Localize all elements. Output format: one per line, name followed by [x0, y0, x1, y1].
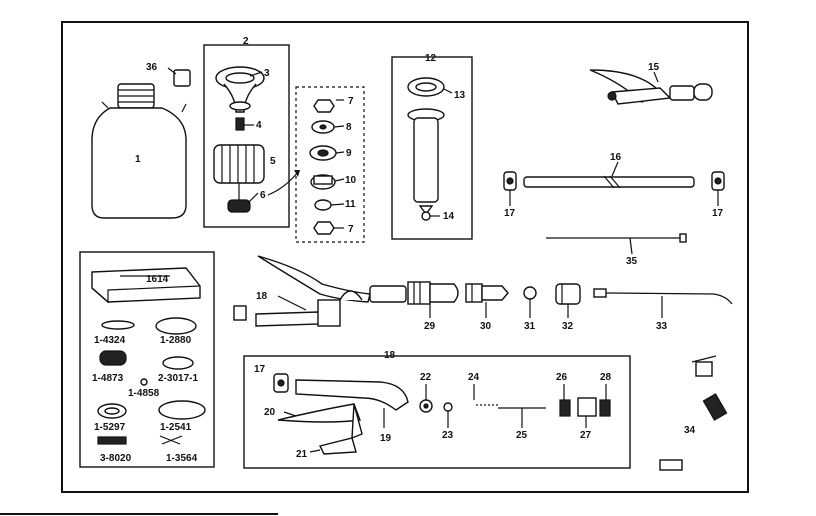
kit-label-1-3564: 1-3564: [166, 453, 198, 464]
part-label-15: 15: [648, 62, 660, 73]
kit-label-1614: 1614: [146, 274, 169, 285]
part-label-32: 32: [562, 321, 574, 332]
dashed-box-seals: [295, 86, 365, 243]
kit-parts: [91, 267, 206, 445]
leader-lines: [244, 71, 719, 453]
part-label-36: 36: [146, 62, 158, 73]
kit-label-1-4324: 1-4324: [94, 335, 126, 346]
group-box-kit: [79, 251, 215, 468]
part-label-35: 35: [626, 256, 638, 267]
nozzle-part-32: [555, 283, 581, 305]
pump-assembly: [213, 66, 300, 213]
part-label-8: 8: [346, 122, 352, 133]
part-label-7b: 7: [348, 224, 354, 235]
part-label-27: 27: [580, 430, 592, 441]
part-label-17b: 17: [712, 208, 724, 219]
part-label-18a: 18: [256, 291, 268, 302]
clip-part-17: [503, 171, 725, 191]
fitting-part-29: [407, 281, 459, 305]
part-label-13: 13: [454, 90, 466, 101]
kit-label-1-2541: 1-2541: [160, 422, 192, 433]
part-label-12: 12: [425, 53, 437, 64]
part-label-34: 34: [684, 425, 696, 436]
kit-label-3-8020: 3-8020: [100, 453, 132, 464]
part-label-17a: 17: [504, 208, 516, 219]
part-label-23: 23: [442, 430, 454, 441]
part-label-22: 22: [420, 372, 432, 383]
rod-part-35: [546, 233, 687, 243]
wand-part-33: [593, 288, 733, 305]
fitting-part-30: [465, 283, 509, 303]
kit-label-2-3017-1: 2-3017-1: [158, 373, 198, 384]
part-label-1: 1: [135, 154, 141, 165]
part-label-3: 3: [264, 68, 270, 79]
part-label-21: 21: [296, 449, 308, 460]
part-label-29: 29: [424, 321, 436, 332]
wand-part-15: [495, 69, 713, 108]
part-label-14: 14: [443, 211, 455, 222]
lever-parts: [273, 373, 611, 455]
part-label-16: 16: [610, 152, 622, 163]
kit-label-1-5297: 1-5297: [94, 422, 126, 433]
tank-part: [91, 83, 187, 219]
ball-part-31: [523, 286, 537, 300]
part-label-11: 11: [345, 199, 356, 210]
cylinder-assembly: [407, 77, 445, 221]
part-label-5: 5: [270, 156, 276, 167]
part-label-2: 2: [243, 36, 249, 47]
part-label-10: 10: [345, 175, 357, 186]
part-label-7a: 7: [348, 96, 354, 107]
part-label-9: 9: [346, 148, 352, 159]
hose-part-34: [659, 355, 728, 471]
part-label-19: 19: [380, 433, 392, 444]
part-label-25: 25: [516, 430, 528, 441]
part-label-28: 28: [600, 372, 612, 383]
cap-part-36: [167, 67, 191, 87]
kit-label-1-4858: 1-4858: [128, 388, 160, 399]
part-label-26: 26: [556, 372, 568, 383]
kit-label-1-2880: 1-2880: [160, 335, 192, 346]
kit-label-1-4873: 1-4873: [92, 373, 124, 384]
part-label-24: 24: [468, 372, 480, 383]
tube-part-16: [523, 175, 695, 189]
part-label-6: 6: [260, 190, 266, 201]
part-label-18b: 18: [384, 350, 396, 361]
group-box-18: [243, 355, 631, 469]
part-label-30: 30: [480, 321, 492, 332]
part-label-33: 33: [656, 321, 668, 332]
group-box-12: [391, 56, 473, 240]
handle-assembly-18: [233, 255, 407, 327]
part-label-20: 20: [264, 407, 276, 418]
part-label-31: 31: [524, 321, 536, 332]
group-box-2: [203, 44, 290, 228]
part-label-17c: 17: [254, 364, 266, 375]
part-label-4: 4: [256, 120, 262, 131]
